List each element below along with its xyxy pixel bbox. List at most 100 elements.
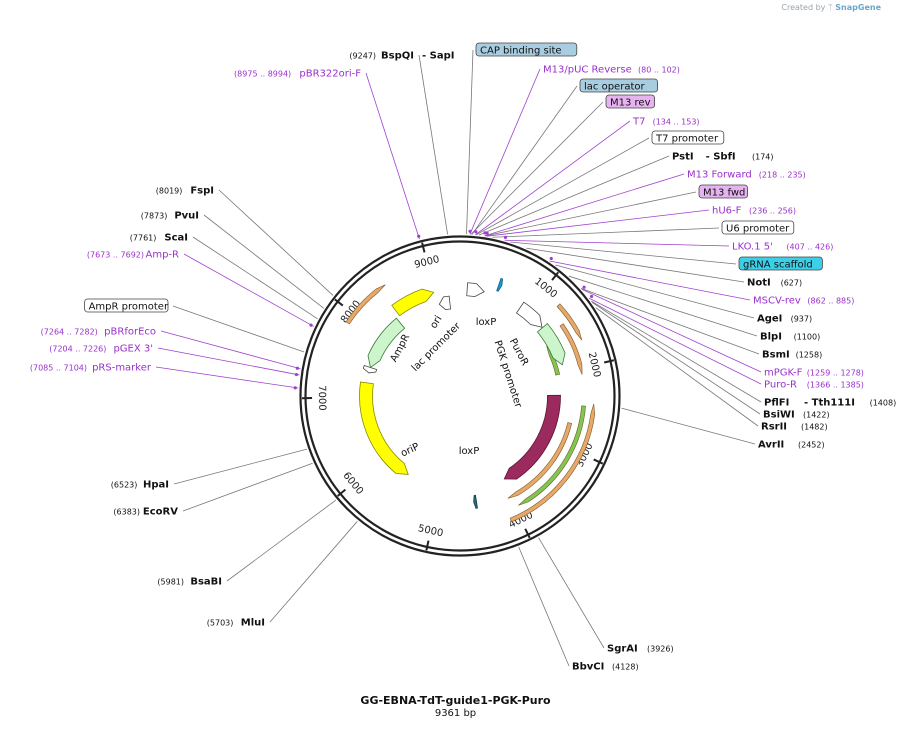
label-bbvci[interactable]: BbvCI(4128): [572, 662, 639, 673]
label-scai[interactable]: ScaI (7761): [130, 233, 188, 244]
leader-line: [555, 264, 755, 319]
label-box: [738, 256, 823, 271]
label-m13-forward[interactable]: M13 Forward(218 .. 235): [687, 170, 806, 181]
label-pbr322ori-f[interactable]: pBR322ori-F(8975 .. 8994): [234, 69, 361, 80]
label-ecorv[interactable]: EcoRV(6383): [113, 507, 178, 518]
primer-site-mark: [589, 294, 594, 299]
backbone-inner: [304, 240, 616, 552]
primer-name: pBR322ori-F: [299, 69, 361, 80]
label-sgrai[interactable]: SgrAI(3926): [607, 644, 674, 655]
enzyme-position: (1422): [803, 411, 830, 420]
feature-loxp[interactable]: [496, 277, 504, 292]
feature-label: oriP: [399, 441, 421, 459]
label-bsiwi[interactable]: BsiWI (1422): [763, 410, 830, 421]
label-mlui[interactable]: MluI(5703): [207, 618, 265, 629]
primer-range: (7673 .. 7692): [87, 251, 144, 260]
label-name: lac operator: [584, 82, 645, 93]
leader-line: [471, 85, 578, 235]
label-bsabi[interactable]: BsaBI(5981): [157, 577, 222, 588]
primer-name: pRS-marker: [92, 363, 152, 374]
label-bsmi[interactable]: BsmI(1258): [762, 350, 822, 361]
primer-range: (862 .. 885): [807, 297, 854, 306]
label-avrii[interactable]: AvrII(2452): [758, 440, 825, 451]
label-box: [475, 42, 578, 57]
label-name: gRNA scaffold: [743, 260, 813, 271]
label-agei[interactable]: AgeI(937): [757, 314, 812, 325]
primer-arc: [518, 405, 586, 506]
enzyme-position: (6523): [111, 481, 138, 490]
enzyme-name: HpaI: [143, 480, 169, 491]
leader-line: [588, 297, 762, 385]
label-m13-puc-reverse[interactable]: M13/pUC Reverse(80 .. 102): [543, 65, 680, 76]
tick-label: 5000: [417, 523, 444, 539]
label-mscv-rev[interactable]: MSCV-rev(862 .. 885): [753, 296, 854, 307]
label-blpi[interactable]: BlpI(1100): [760, 332, 820, 343]
enzyme-position: (7761): [130, 234, 157, 243]
label-u6-promoter[interactable]: U6 promoter: [721, 220, 795, 235]
leader-line: [538, 537, 605, 649]
feature-pgk-promoter[interactable]: [515, 301, 543, 328]
label-t7[interactable]: T7(134 .. 153): [632, 117, 700, 128]
feature-puror[interactable]: [536, 323, 566, 366]
primer-name: T7: [632, 117, 645, 128]
feature-ori[interactable]: [391, 288, 435, 317]
label-ampr-promoter[interactable]: AmpR promoter: [84, 298, 169, 313]
enzyme-position: (1258): [796, 351, 823, 360]
leader-line: [466, 49, 474, 235]
label-lko-1-5-[interactable]: LKO.1 5'(407 .. 426): [732, 242, 833, 253]
enzyme-name: BsiWI: [763, 410, 795, 421]
credit-brand: SnapGene: [835, 3, 881, 12]
feature-ebna1[interactable]: [503, 394, 561, 480]
label-box: [605, 94, 655, 109]
label-t7-promoter[interactable]: T7 promoter: [651, 130, 725, 145]
label-amp-r[interactable]: Amp-R(7673 .. 7692): [87, 250, 179, 261]
label-mpgk-f[interactable]: mPGK-F(1259 .. 1278): [764, 368, 864, 379]
label-name: M13 rev: [610, 98, 651, 109]
enzyme-name-2: - SbfI: [706, 152, 736, 163]
label-psti[interactable]: PstI- SbfI(174): [672, 152, 774, 163]
tick-label: 6000: [340, 470, 365, 497]
label-cap-binding-site[interactable]: CAP binding site: [475, 42, 578, 57]
label-prs-marker[interactable]: pRS-marker(7085 .. 7104): [30, 363, 152, 374]
label-rsrii[interactable]: RsrII(1482): [761, 422, 828, 433]
leader-line: [595, 307, 759, 427]
enzyme-name: MluI: [241, 618, 265, 629]
enzyme-name: PvuI: [174, 211, 199, 222]
label-pflfi[interactable]: PflFI- Tth111I(1408): [764, 398, 896, 409]
label-fspi[interactable]: FspI(8019): [156, 186, 214, 197]
label-bspqi[interactable]: BspQI- SapI(9247): [349, 51, 454, 62]
feature-loxp[interactable]: [473, 494, 478, 509]
label-box: [698, 184, 748, 199]
feature-u6-promoter[interactable]: [466, 282, 485, 298]
feature-lac-promoter[interactable]: [438, 295, 452, 311]
leader-line: [476, 137, 650, 236]
label-puro-r[interactable]: Puro-R(1366 .. 1385): [764, 380, 864, 391]
label-m13-fwd[interactable]: M13 fwd: [698, 184, 748, 199]
enzyme-name: ScaI: [164, 233, 188, 244]
primer-range: (236 .. 256): [749, 207, 796, 216]
label-grna-scaffold[interactable]: gRNA scaffold: [738, 256, 823, 271]
label-hu6-f[interactable]: hU6-F(236 .. 256): [712, 206, 796, 217]
feature-ampr[interactable]: [367, 317, 406, 369]
label-pgex-3-[interactable]: pGEX 3'(7204 .. 7226): [49, 344, 153, 355]
leader-line: [518, 546, 570, 667]
label-pbrforeco[interactable]: pBRforEco(7264 .. 7282): [41, 327, 156, 338]
enzyme-name: PstI: [672, 152, 694, 163]
label-pvui[interactable]: PvuI(7873): [141, 211, 199, 222]
label-lac-operator[interactable]: lac operator: [579, 78, 658, 93]
primer-name: LKO.1 5': [732, 242, 773, 253]
label-m13-rev[interactable]: M13 rev: [605, 94, 655, 109]
primer-site-mark: [295, 366, 299, 370]
label-name: M13 fwd: [703, 188, 745, 199]
feature-orip[interactable]: [359, 381, 409, 475]
tick-label: 7000: [316, 385, 327, 411]
leader-line: [155, 366, 299, 389]
tick-label: 2000: [586, 351, 602, 378]
leader-line: [269, 521, 358, 623]
label-hpai[interactable]: HpaI (6523): [111, 480, 169, 491]
label-noti[interactable]: NotI(627): [747, 278, 802, 289]
primer-range: (80 .. 102): [638, 66, 680, 75]
primer-site-mark: [294, 372, 299, 377]
